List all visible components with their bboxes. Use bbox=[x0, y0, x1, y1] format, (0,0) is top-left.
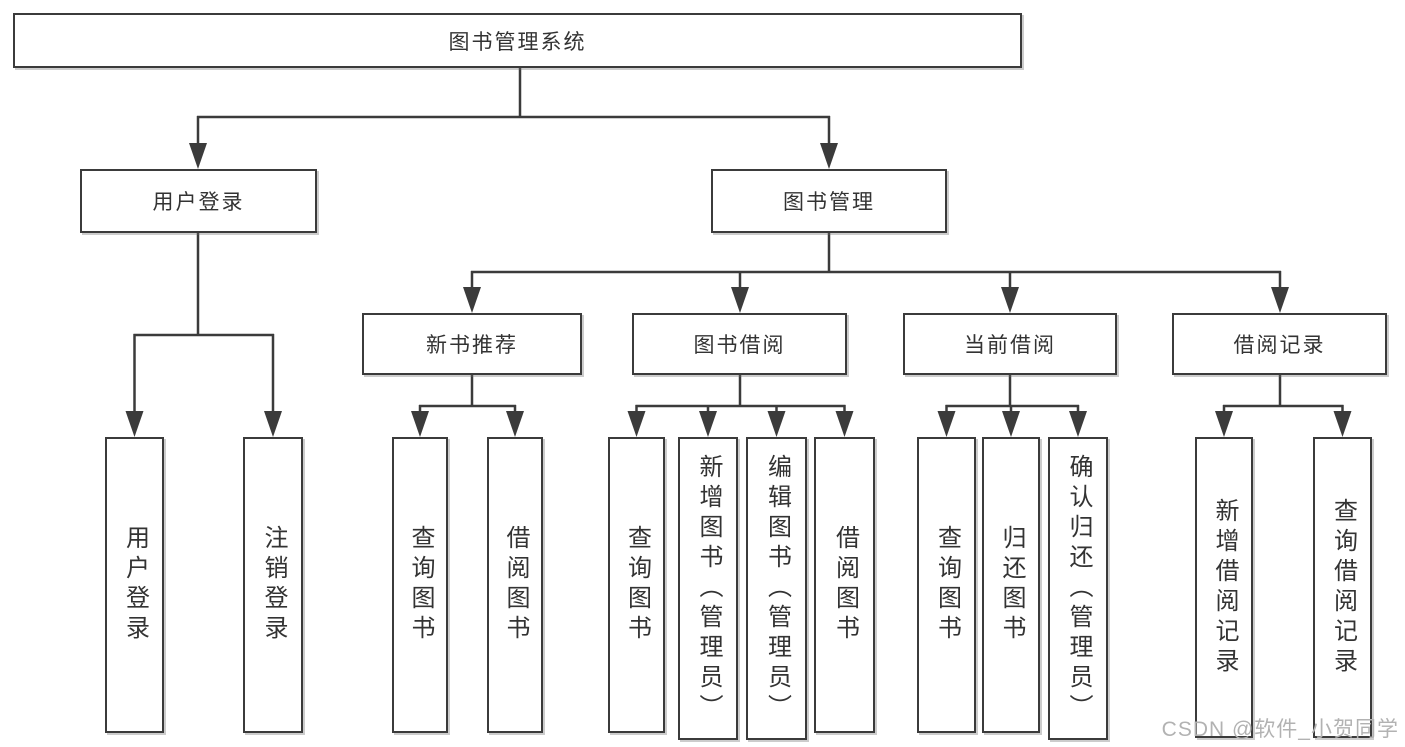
leaf-borrow-books-borrowing: 借阅图书 bbox=[814, 437, 875, 733]
leaf-query-books-recommend: 查询图书 bbox=[392, 437, 448, 733]
connector-book-management bbox=[470, 233, 1282, 290]
leaf-query-books-borrowing: 查询图书 bbox=[608, 437, 665, 733]
node-label: 借阅图书 bbox=[831, 525, 859, 645]
node-label: 图书管理系统 bbox=[448, 30, 587, 54]
connector-level3-splits bbox=[418, 375, 1344, 414]
node-book-management: 图书管理 bbox=[711, 169, 947, 233]
node-current-borrowing: 当前借阅 bbox=[903, 313, 1117, 375]
connector-root bbox=[196, 68, 831, 146]
node-borrowing-records: 借阅记录 bbox=[1172, 313, 1387, 375]
node-label: 新书推荐 bbox=[426, 334, 518, 357]
leaf-add-books-admin: 新增图书（管理员） bbox=[678, 437, 738, 740]
leaf-return-books: 归还图书 bbox=[982, 437, 1040, 733]
node-label: 当前借阅 bbox=[964, 334, 1056, 357]
node-label: 图书管理 bbox=[783, 191, 875, 214]
node-label: 确认归还（管理员） bbox=[1065, 453, 1092, 724]
node-label: 编辑图书（管理员） bbox=[763, 453, 791, 724]
node-book-borrowing: 图书借阅 bbox=[632, 313, 847, 375]
node-label: 图书借阅 bbox=[693, 334, 786, 357]
leaf-user-login: 用户登录 bbox=[105, 437, 164, 733]
node-label: 查询图书 bbox=[933, 525, 961, 645]
leaf-borrow-books-recommend: 借阅图书 bbox=[487, 437, 543, 733]
node-label: 新增图书（管理员） bbox=[695, 453, 722, 724]
leaf-logout: 注销登录 bbox=[243, 437, 303, 733]
node-label: 用户登录 bbox=[121, 525, 149, 645]
node-label: 归还图书 bbox=[998, 525, 1025, 645]
leaf-query-borrow-record: 查询借阅记录 bbox=[1313, 437, 1372, 738]
node-new-book-recommendation: 新书推荐 bbox=[362, 313, 582, 375]
node-user-login: 用户登录 bbox=[80, 169, 317, 233]
node-library-system: 图书管理系统 bbox=[13, 13, 1022, 68]
node-label: 查询借阅记录 bbox=[1329, 497, 1357, 678]
node-label: 用户登录 bbox=[152, 191, 245, 214]
arrowheads bbox=[125, 143, 1352, 437]
node-label: 查询图书 bbox=[623, 525, 651, 645]
node-label: 借阅记录 bbox=[1233, 334, 1326, 357]
connector-user-login bbox=[133, 233, 275, 414]
leaf-add-borrow-record: 新增借阅记录 bbox=[1195, 437, 1253, 738]
node-label: 新增借阅记录 bbox=[1211, 497, 1238, 678]
node-label: 借阅图书 bbox=[502, 525, 529, 645]
leaf-query-books-current: 查询图书 bbox=[917, 437, 976, 733]
node-label: 注销登录 bbox=[260, 525, 287, 645]
csdn-watermark: CSDN @软件_小贺同学 bbox=[1161, 718, 1399, 741]
leaf-edit-books-admin: 编辑图书（管理员） bbox=[746, 437, 807, 740]
node-label: 查询图书 bbox=[407, 525, 434, 645]
leaf-confirm-return-admin: 确认归还（管理员） bbox=[1048, 437, 1108, 740]
